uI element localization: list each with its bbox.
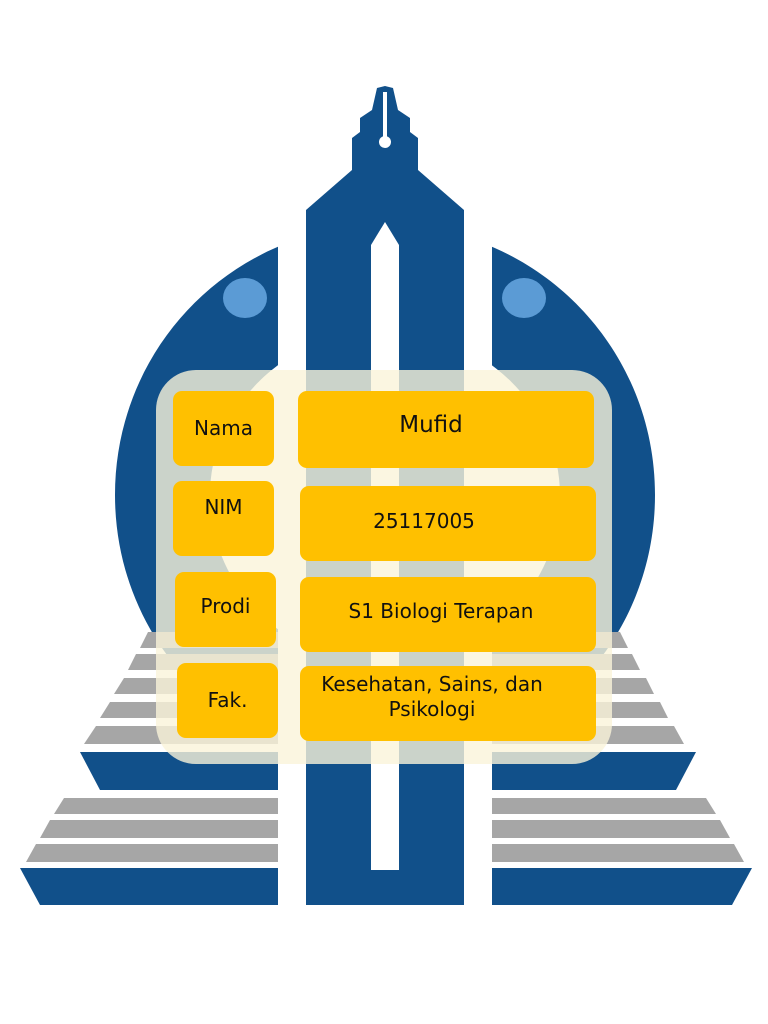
value-nama-text: Mufid [399, 412, 463, 438]
value-nama: Mufid [298, 391, 594, 468]
label-fak: Fak. [177, 663, 278, 738]
label-nama-text: Nama [194, 416, 253, 440]
logo-dot-right [502, 278, 546, 318]
label-nama: Nama [173, 391, 274, 466]
label-fak-text: Fak. [207, 688, 248, 712]
value-prodi-text: S1 Biologi Terapan [348, 599, 534, 623]
value-prodi: S1 Biologi Terapan [300, 577, 596, 652]
label-nim: NIM [173, 481, 274, 556]
value-nim-text: 25117005 [373, 509, 475, 533]
student-info-card: Nama NIM Prodi Fak. Mufid 25117005 S1 Bi… [156, 370, 612, 764]
value-fak: Kesehatan, Sains, dan Psikologi [300, 666, 596, 741]
logo-nib-slit [383, 92, 387, 140]
logo-nib-hole [379, 136, 391, 148]
label-prodi: Prodi [175, 572, 276, 647]
label-nim-text: NIM [204, 495, 243, 519]
value-fak-text: Kesehatan, Sains, dan Psikologi [321, 672, 543, 721]
logo-dot-left [223, 278, 267, 318]
value-nim: 25117005 [300, 486, 596, 561]
label-prodi-text: Prodi [200, 594, 251, 618]
